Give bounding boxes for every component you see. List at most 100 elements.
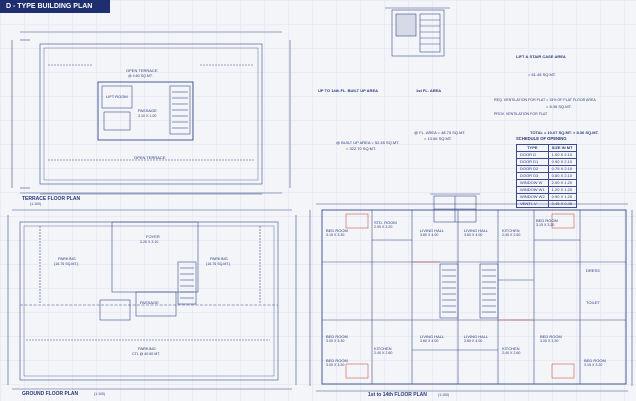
room-label: KITCHEN [502, 228, 520, 233]
room-label: KITCHEN [374, 346, 392, 351]
terrace-passage-dim: 3.10 X 1.00 [138, 114, 157, 118]
schedule-title: SCHEDULE OF OPENING [516, 136, 567, 141]
table-cell: DOOR D [516, 151, 549, 159]
area-header-left: UP TO 14th FL. BUILT UP AREA [318, 88, 379, 93]
ground-parking-left-dim: (15.76 SQ.MT.) [54, 262, 79, 266]
terrace-plan-lines [11, 31, 291, 195]
area-header-right: 1st FL. AREA [416, 88, 442, 93]
terrace-passage: PASSAGE [138, 108, 157, 113]
room-dim: 3.15 X 3.20 [584, 363, 603, 367]
table-cell: 0.75 X 2.10 [547, 165, 577, 173]
prov-ventilation: PROV. VENTILATION FOR FLAT [494, 112, 548, 116]
room-label: BED ROOM [540, 334, 562, 339]
room-label: LIVING HALL [464, 228, 489, 233]
ground-parking-bottom: PARKING [138, 346, 156, 351]
room-dim: 3.00 X 3.30 [326, 339, 345, 343]
table-cell: DOOR D2 [516, 165, 549, 173]
ground-parking-right: PARKING [210, 256, 228, 261]
table-cell: DOOR D1 [516, 158, 549, 166]
room-label: DRESS [586, 268, 600, 273]
table-cell: DOOR D3 [516, 172, 549, 180]
room-dim: 3.00 X 3.30 [540, 339, 559, 343]
area-diagram-lines [430, 193, 480, 223]
table-cell: VENTI. V [516, 200, 549, 208]
lift-area-title: LIFT & STAIR CASE AREA [516, 54, 566, 59]
room-dim: 3.60 X 4.00 [420, 233, 439, 237]
schedule-header-cell: SIZE IN MT [547, 144, 577, 152]
typical-plan-scale: (1:100) [438, 393, 450, 397]
room-dim: 2.40 X 2.60 [502, 351, 521, 355]
ground-foyer: FOYER [146, 234, 160, 239]
ground-passage: PASSAGE [140, 300, 159, 305]
typical-plan-accents [345, 213, 575, 379]
schedule-header-row: TYPE SIZE IN MT [516, 144, 577, 152]
sheet-title: D - TYPE BUILDING PLAN [0, 0, 110, 13]
room-label: LIVING HALL [464, 334, 489, 339]
room-label: BED ROOM [326, 334, 348, 339]
lift-key-plan-lines [385, 7, 450, 57]
ground-parking-right-dim: (15.76 SQ.MT.) [206, 262, 231, 266]
room-dim: 2.40 X 2.60 [502, 233, 521, 237]
room-dim: 2.40 X 2.60 [374, 351, 393, 355]
schedule-header-cell: TYPE [516, 144, 549, 152]
ground-parking-left: PARKING [58, 256, 76, 261]
room-label: BED ROOM [326, 228, 348, 233]
built-up-total: = 322.70 SQ.MT. [346, 146, 377, 151]
room-label: KITCHEN [502, 346, 520, 351]
terrace-open-terrace-top-dim: @ 4.60 SQ.MT. [128, 74, 153, 78]
room-dim: 3.60 X 4.00 [464, 339, 483, 343]
table-cell: 1.20 X 1.20 [547, 186, 577, 194]
room-label: LIVING HALL [420, 334, 445, 339]
ground-plan-title: GROUND FLOOR PLAN [22, 391, 79, 397]
room-dim: 3.15 X 3.30 [326, 233, 345, 237]
ventilation-title: REQ. VENTILATION FOR FLAT = 15% OF FLAT … [494, 98, 596, 102]
table-cell: 0.80 X 2.10 [547, 172, 577, 180]
terrace-plan-title: TERRACE FLOOR PLAN [22, 196, 81, 202]
room-dim: 3.00 X 3.20 [326, 363, 345, 367]
room-label: BED ROOM [536, 218, 558, 223]
room-label: STD. ROOM [374, 220, 397, 225]
typical-plan-title: 1st to 14th FLOOR PLAN [368, 392, 427, 398]
room-dim: 3.60 X 4.00 [420, 339, 439, 343]
room-label: BED ROOM [584, 358, 606, 363]
typical-plan-lines [309, 203, 633, 392]
table-cell: 0.90 X 1.20 [547, 193, 577, 201]
table-cell: 0.45 X 0.45 [547, 200, 577, 208]
terrace-plan-scale: (1:100) [30, 202, 42, 206]
room-dim: 3.60 X 4.00 [464, 233, 483, 237]
lift-area-total: = 61.48 SQ.MT. [528, 72, 556, 77]
ground-plan-scale: (1:100) [94, 392, 106, 396]
room-label: BED ROOM [326, 358, 348, 363]
ventilation-total: TOTAL = 10.07 SQ.MT. > 8.36 SQ.MT. [530, 130, 599, 135]
ground-foyer-dim: 3.20 X 3.10 [140, 240, 159, 244]
terrace-lift-room: LIFT ROOM [106, 94, 128, 99]
built-up-area: @ BUILT UP AREA = 52.45 SQ.MT. [336, 140, 400, 145]
room-dim: 3.15 X 3.20 [536, 223, 555, 227]
table-cell: 1.00 X 2.10 [547, 151, 577, 159]
table-cell: 0.90 X 2.10 [547, 158, 577, 166]
table-cell: WINDOW W [516, 179, 549, 187]
ventilation-value: = 8.36 SQ.MT. [546, 104, 572, 109]
room-label: TOILET [586, 300, 600, 305]
ground-plan-lines [7, 209, 297, 390]
fl-area-total: = 13.56 SQ.MT. [424, 136, 452, 141]
table-cell: WINDOW W2 [516, 193, 549, 201]
room-label: LIVING HALL [420, 228, 445, 233]
terrace-open-terrace-bottom: OPEN TERRACE [134, 155, 166, 160]
ground-parking-bottom-dim: CTL @ 40.60 MT. [132, 352, 161, 356]
terrace-open-terrace-top: OPEN TERRACE [126, 68, 158, 73]
fl-area: @ FL. AREA = 48.75 SQ.MT. [414, 130, 466, 135]
table-cell: WINDOW W1 [516, 186, 549, 194]
room-dim: 2.90 X 3.20 [374, 225, 393, 229]
